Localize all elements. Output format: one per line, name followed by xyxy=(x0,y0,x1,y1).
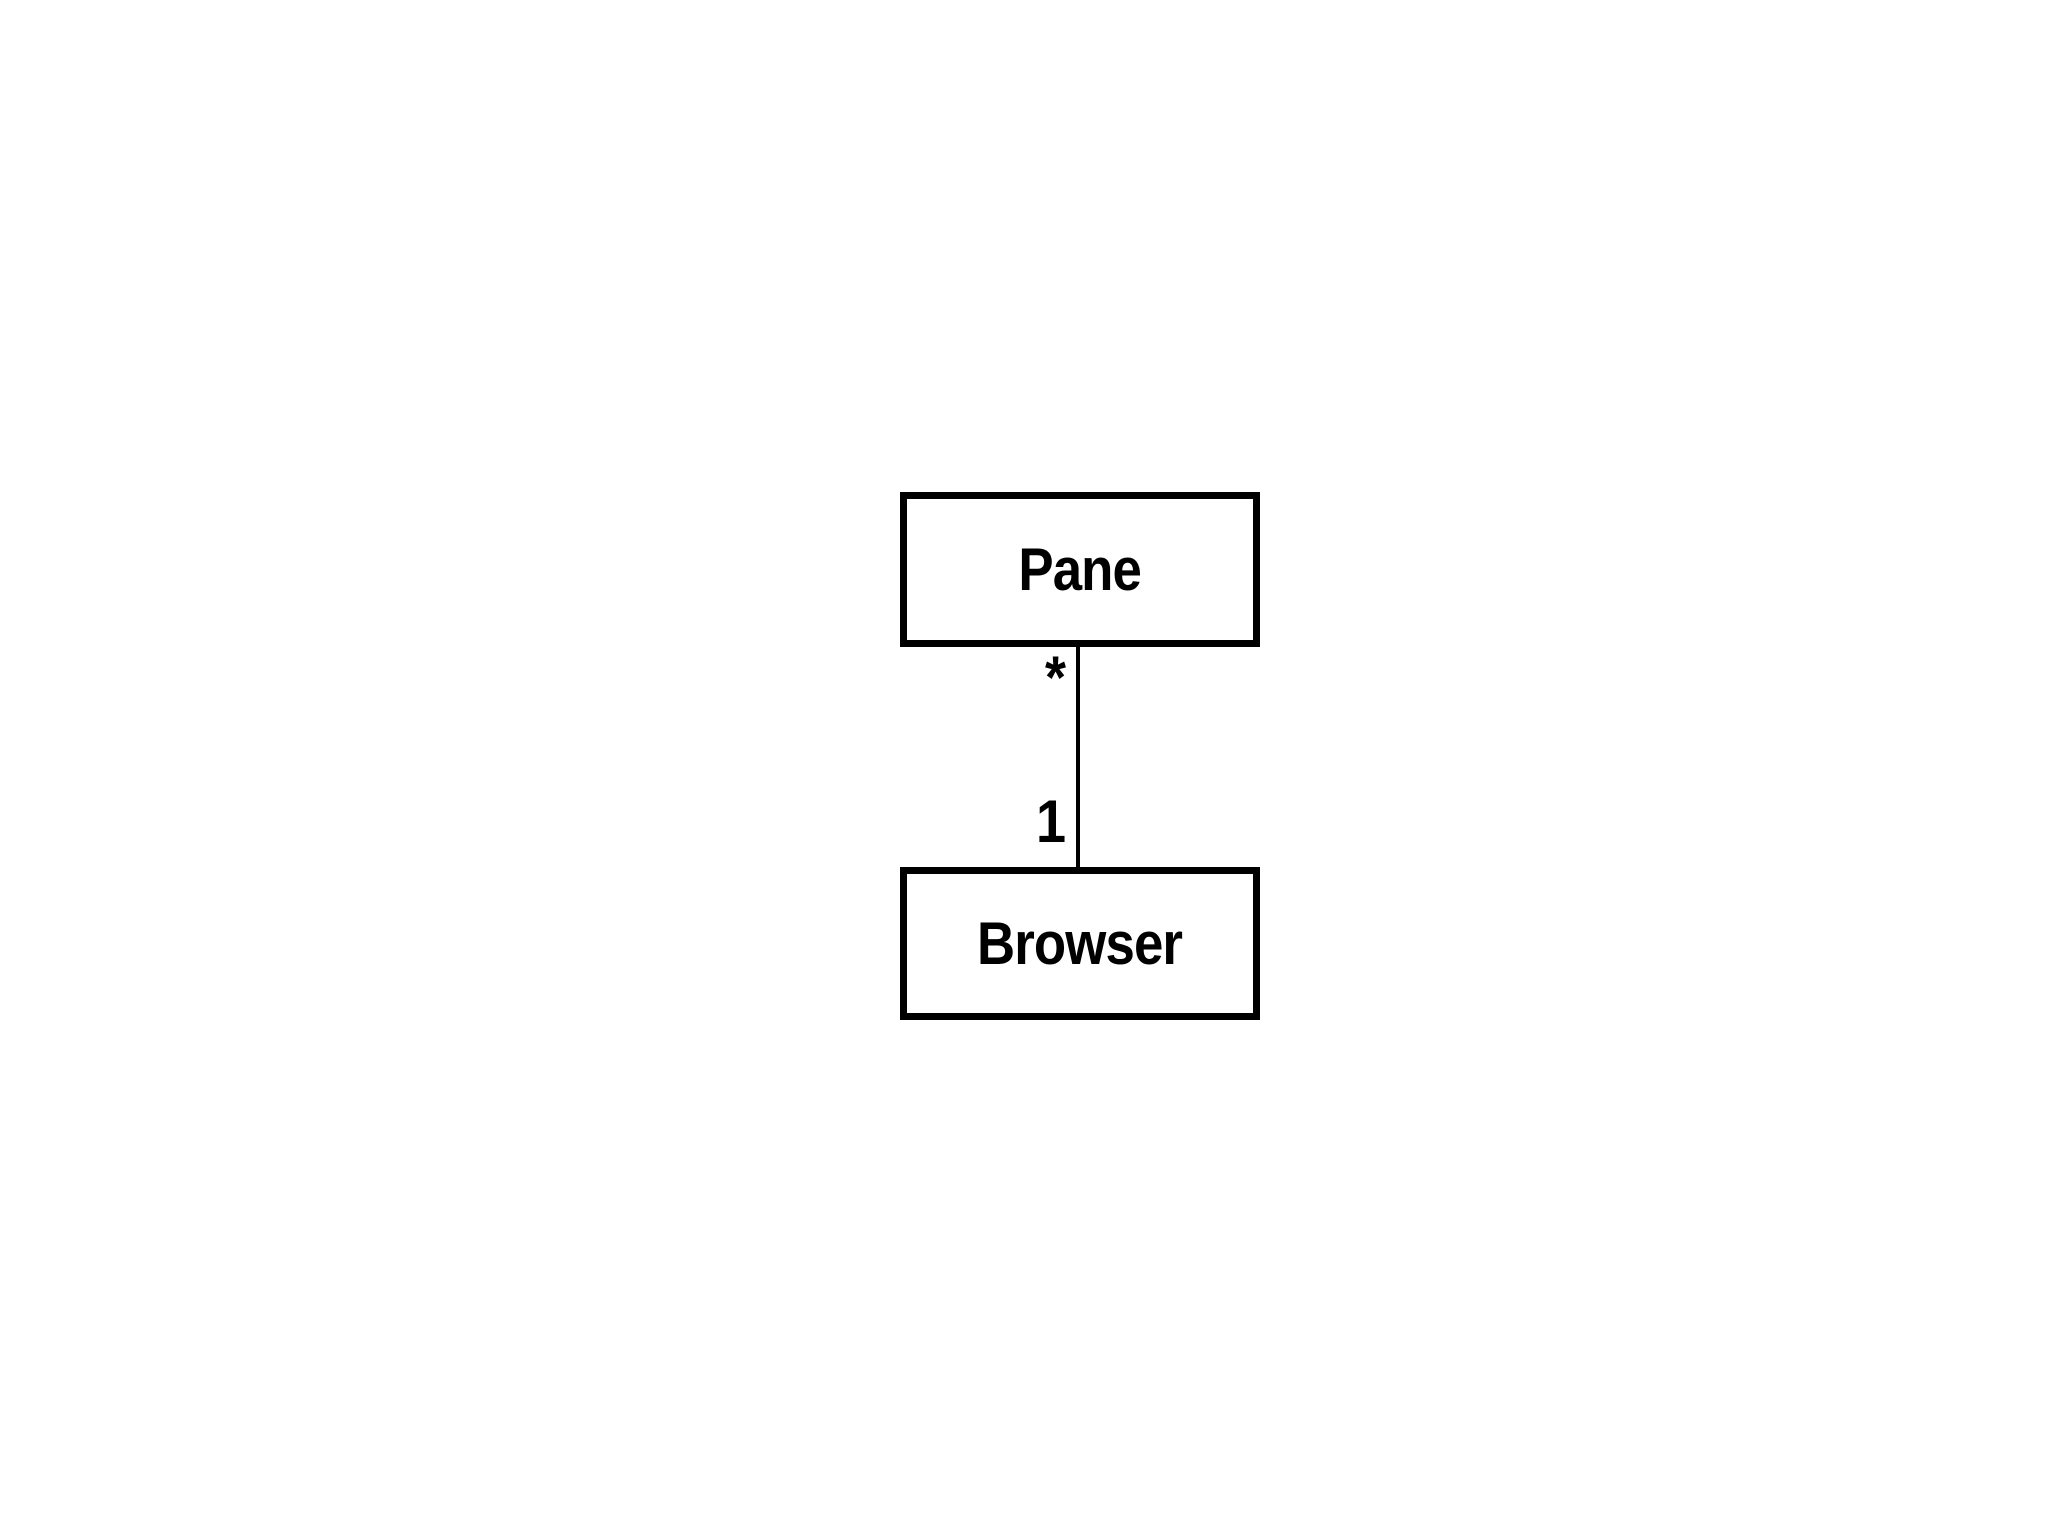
association-line xyxy=(1076,647,1080,867)
multiplicity-one-label: 1 xyxy=(1035,788,1066,855)
class-name-pane: Pane xyxy=(1018,536,1143,603)
class-box-pane: Pane xyxy=(900,492,1260,647)
multiplicity-many-label: * xyxy=(1044,644,1066,711)
class-box-browser: Browser xyxy=(900,867,1260,1020)
class-name-browser: Browser xyxy=(977,910,1183,977)
